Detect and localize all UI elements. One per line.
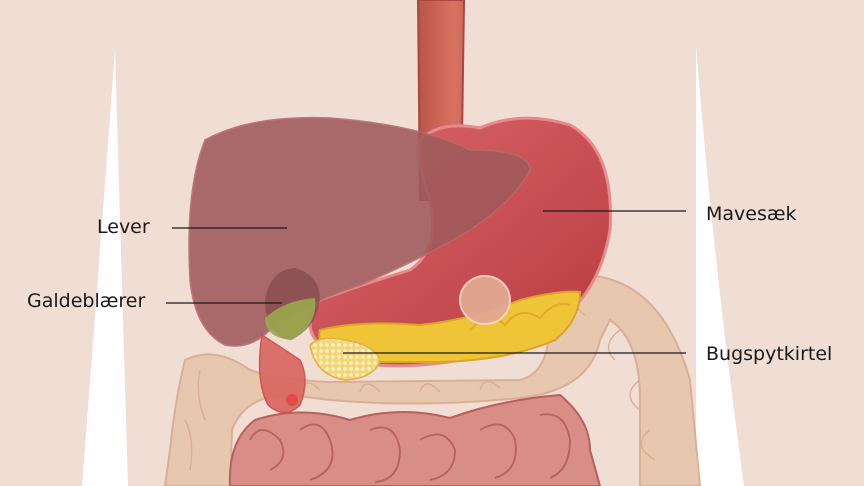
pancreas xyxy=(318,290,582,363)
torso-highlight-left xyxy=(82,50,128,486)
label-liver: Lever xyxy=(97,216,150,238)
gallbladder-fluid xyxy=(265,298,316,340)
duodenum xyxy=(258,333,306,414)
pancreas-head xyxy=(309,337,381,381)
label-stomach: Mavesæk xyxy=(706,203,797,225)
colon-folds xyxy=(184,289,656,471)
label-gallbladder: Galdeblærer xyxy=(27,290,146,312)
duodenum-spot xyxy=(286,394,298,406)
label-pancreas: Bugspytkirtel xyxy=(706,343,833,365)
kidney xyxy=(459,275,511,325)
small-intestine-loops xyxy=(249,413,571,483)
torso-highlight-right xyxy=(696,45,744,486)
small-intestine xyxy=(228,393,602,486)
